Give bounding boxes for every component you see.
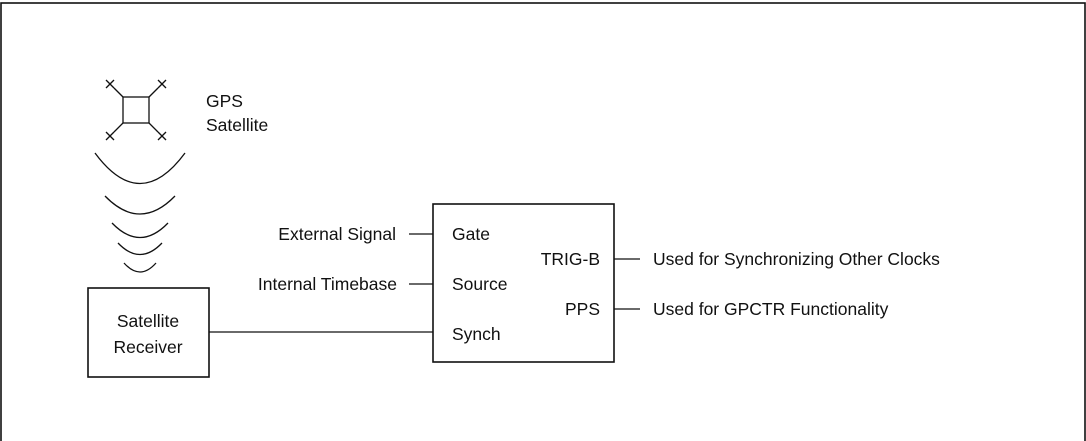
receiver-label-line1: Satellite	[117, 311, 179, 331]
pps-use-label: Used for GPCTR Functionality	[653, 299, 889, 319]
signal-waves-icon	[94, 152, 186, 273]
pin-synch-label: Synch	[452, 324, 501, 344]
internal-timebase-label: Internal Timebase	[258, 274, 397, 294]
pin-gate-label: Gate	[452, 224, 490, 244]
satellite-label-line1: GPS	[206, 91, 243, 111]
pin-source-label: Source	[452, 274, 507, 294]
pin-trig-b-label: TRIG-B	[541, 249, 600, 269]
timing-board-box	[432, 203, 615, 363]
external-signal-label: External Signal	[278, 224, 396, 244]
satellite-label-line2: Satellite	[206, 115, 268, 135]
trig-b-use-label: Used for Synchronizing Other Clocks	[653, 249, 940, 269]
pin-pps-label: PPS	[565, 299, 600, 319]
satellite-icon	[105, 79, 167, 141]
satellite-receiver-box	[87, 287, 210, 378]
receiver-label-line2: Receiver	[113, 337, 182, 357]
